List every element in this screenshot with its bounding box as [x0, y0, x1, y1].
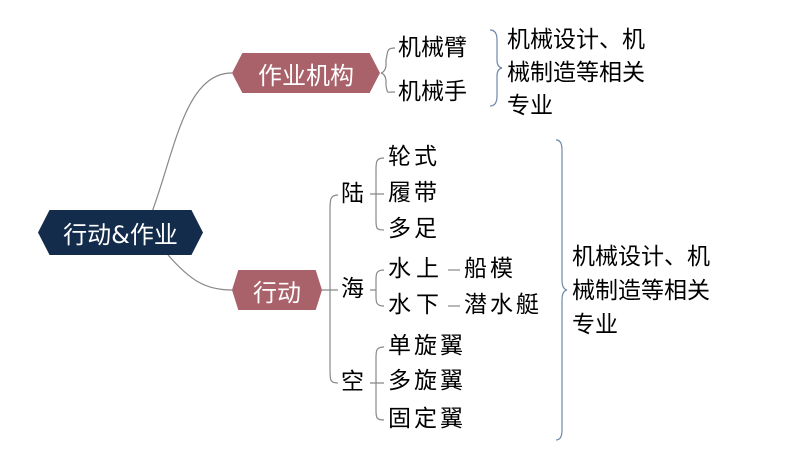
connector-root-move	[167, 254, 233, 291]
brace-work	[380, 47, 396, 93]
node-movement[interactable]: 行动	[232, 270, 322, 310]
category-air: 空	[341, 369, 364, 395]
item-tracked: 履带	[388, 180, 440, 206]
brace-move	[322, 194, 339, 384]
brace-sea	[370, 269, 385, 307]
note-movement: 机械设计、机 械制造等相关 专业	[572, 240, 710, 342]
brace-note-1	[489, 29, 503, 107]
note-line: 械制造等相关	[507, 60, 645, 86]
brace-land	[370, 157, 385, 231]
item-wheeled: 轮式	[388, 144, 440, 170]
node-work-mechanism[interactable]: 作业机构	[232, 53, 380, 93]
leaf-submarine: 潜水艇	[464, 292, 542, 318]
item-fixed-wing: 固定翼	[388, 406, 466, 432]
note-line: 机械设计、机	[572, 244, 710, 270]
note-line: 机械设计、机	[507, 27, 645, 53]
item-arm: 机械臂	[398, 35, 467, 61]
item-multi-rotor: 多旋翼	[388, 368, 466, 394]
note-line: 械制造等相关	[572, 278, 710, 304]
item-underwater: 水下	[388, 292, 444, 318]
note-work: 机械设计、机 械制造等相关 专业	[507, 24, 645, 123]
note-line: 专业	[507, 93, 553, 119]
category-sea: 海	[341, 276, 364, 302]
item-surface: 水上	[388, 256, 444, 282]
connector-root-work	[151, 72, 233, 213]
brace-note-2	[555, 139, 568, 441]
root-node[interactable]: 行动&作业	[38, 210, 203, 255]
item-legged: 多足	[388, 216, 440, 242]
note-line: 专业	[572, 312, 618, 338]
leaf-boat: 船模	[464, 256, 516, 282]
item-single-rotor: 单旋翼	[388, 333, 466, 359]
brace-air	[370, 346, 385, 421]
category-land: 陆	[341, 181, 364, 207]
item-hand: 机械手	[398, 79, 467, 105]
